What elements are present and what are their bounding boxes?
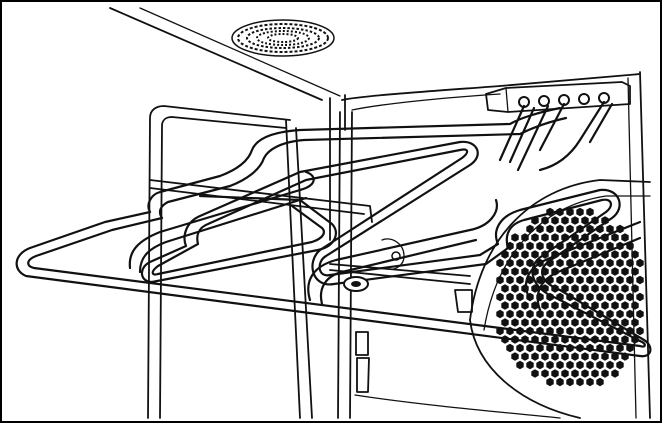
back-wall-fittings	[355, 238, 473, 393]
side-rack-support	[147, 105, 313, 419]
element-terminal-block	[485, 81, 631, 113]
ceiling-vent	[231, 19, 335, 57]
grill-heating-element	[15, 100, 652, 358]
